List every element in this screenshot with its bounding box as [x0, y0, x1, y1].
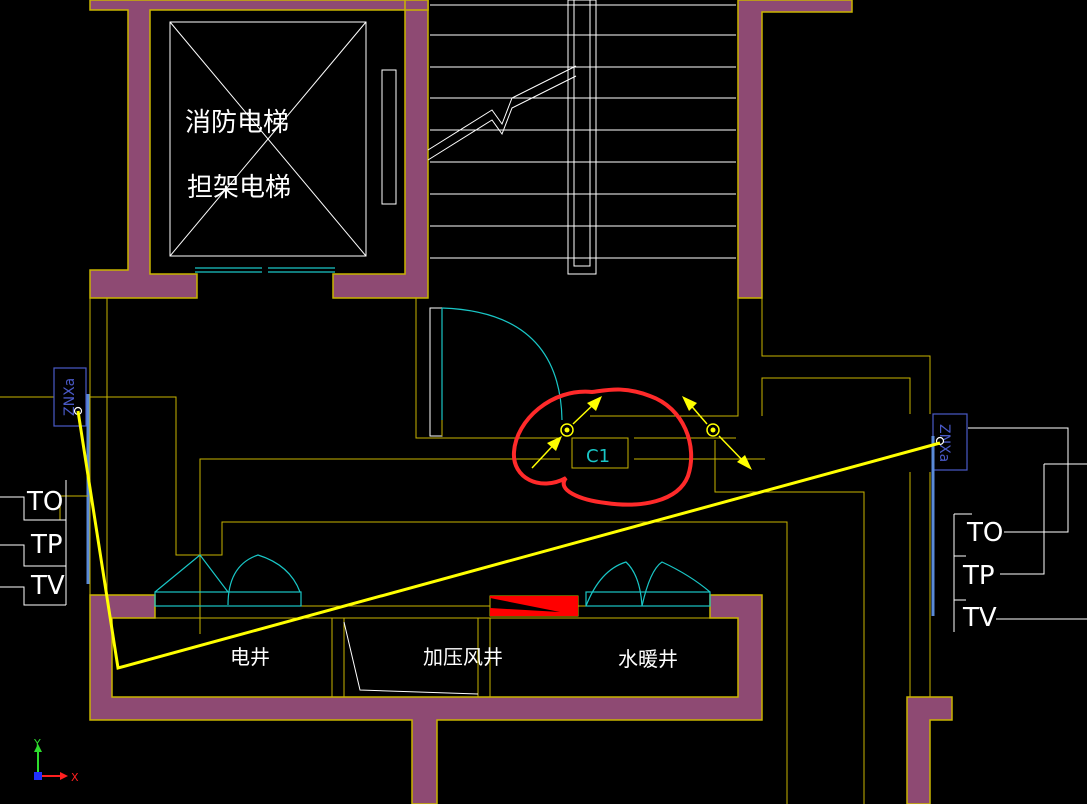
right-panel-tag: ZNXa: [936, 424, 952, 462]
shaft-doors: [154, 554, 711, 607]
right-outlets: TO TP TV: [953, 427, 1087, 633]
left-outlet-tp: TP: [30, 530, 63, 560]
sensor-left[interactable]: [531, 396, 602, 469]
sensor-right[interactable]: [682, 396, 752, 470]
left-panel-tag: ZNXa: [62, 378, 78, 416]
red-fill: [490, 596, 578, 616]
stair-wall-right: [737, 0, 853, 299]
markup-circle[interactable]: [511, 387, 694, 507]
room-label-air-shaft: 加压风井: [423, 645, 503, 669]
stair-wall-left: [404, 0, 429, 11]
room-label-electric-shaft: 电井: [230, 645, 270, 669]
shaft-wall: [89, 594, 763, 804]
door-label-c1: C1: [586, 446, 610, 467]
wall-right-pier: [906, 696, 953, 804]
ucs-icon: Y X: [33, 737, 79, 784]
right-outlet-to: TO: [966, 518, 1003, 548]
room-label-water-shaft: 水暖井: [618, 647, 678, 671]
right-outlet-tp: TP: [962, 561, 995, 591]
left-panel[interactable]: ZNXa: [53, 367, 90, 584]
outline-lines: [0, 298, 931, 804]
left-outlets: TO TP TV: [0, 480, 88, 606]
ucs-y-label: Y: [33, 737, 41, 750]
wiring-route[interactable]: [76, 410, 941, 670]
left-outlet-tv: TV: [30, 571, 65, 601]
right-outlet-tv: TV: [962, 603, 997, 633]
room-label-stretcher-elevator: 担架电梯: [187, 173, 291, 203]
elevator-wall: [89, 0, 429, 299]
door-tag-box: [571, 437, 629, 469]
stairs: [427, 0, 736, 275]
left-outlet-to: TO: [26, 487, 63, 517]
elevator: 消防电梯 担架电梯: [169, 21, 397, 273]
room-label-fire-elevator: 消防电梯: [185, 108, 289, 138]
ucs-x-label: X: [71, 771, 79, 784]
air-shaft-symbol: [343, 621, 479, 695]
